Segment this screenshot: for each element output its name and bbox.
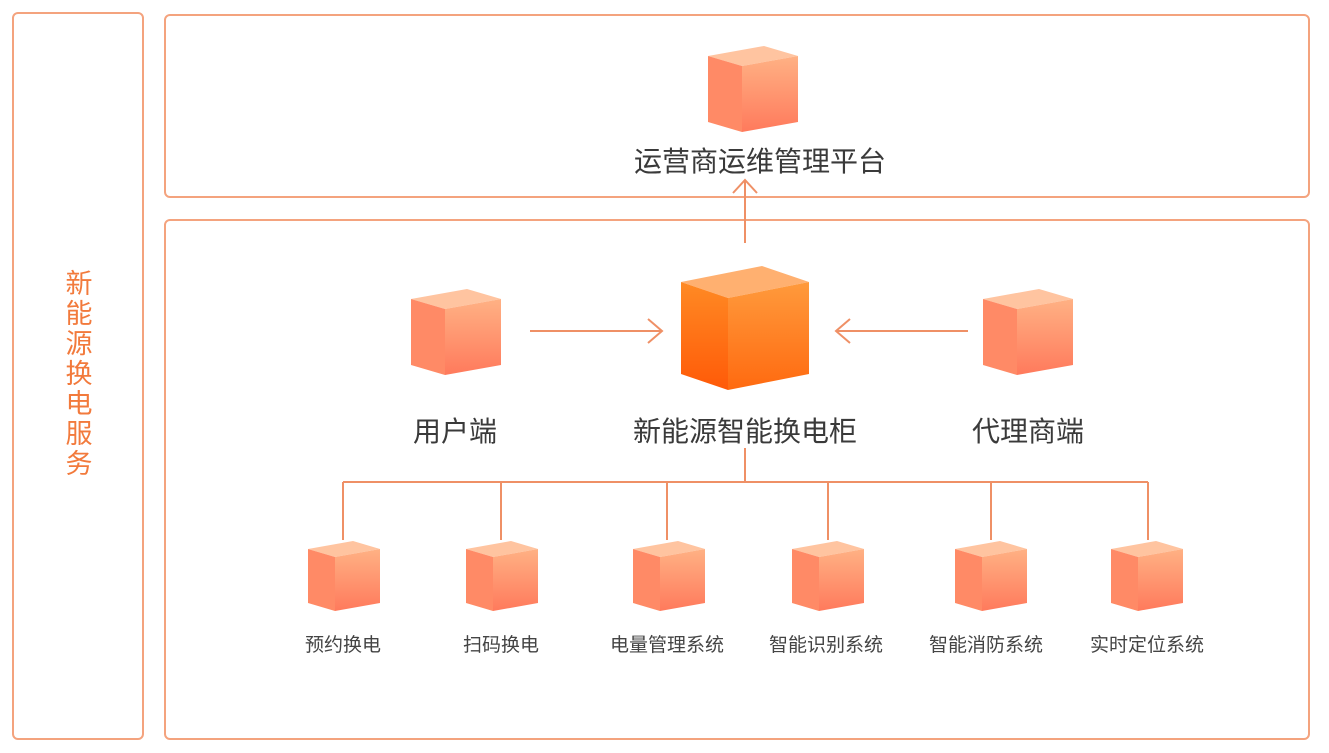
feature-label: 智能识别系统 — [768, 634, 883, 656]
feature-label: 扫码换电 — [462, 634, 539, 656]
side-title: 新能源换电服务 — [62, 270, 96, 480]
feature-cube-icon — [955, 541, 1027, 611]
user-label: 用户端 — [412, 415, 497, 448]
arrow-left-icon — [834, 318, 851, 344]
side-title-text: 新能源换电服务 — [65, 269, 93, 480]
platform-cube-icon — [708, 46, 798, 132]
feature-cube-icon — [792, 541, 864, 611]
cabinet-cube-icon — [681, 266, 809, 390]
feature-cube-icon — [308, 541, 380, 611]
feature-label: 智能消防系统 — [928, 634, 1043, 656]
arrow-up-icon — [732, 178, 758, 194]
feature-cube-icon — [466, 541, 538, 611]
platform-label: 运营商运维管理平台 — [633, 145, 886, 178]
agent-cube-icon — [983, 289, 1073, 375]
feature-cube-icon — [633, 541, 705, 611]
feature-cube-icon — [1111, 541, 1183, 611]
arrow-right-icon — [647, 318, 664, 344]
user-cube-icon — [411, 289, 501, 375]
side-panel — [12, 12, 144, 740]
feature-label: 电量管理系统 — [609, 634, 724, 656]
cabinet-label: 新能源智能换电柜 — [632, 415, 857, 448]
agent-label: 代理商端 — [971, 415, 1084, 448]
feature-label: 实时定位系统 — [1089, 634, 1204, 656]
feature-label: 预约换电 — [304, 634, 381, 656]
